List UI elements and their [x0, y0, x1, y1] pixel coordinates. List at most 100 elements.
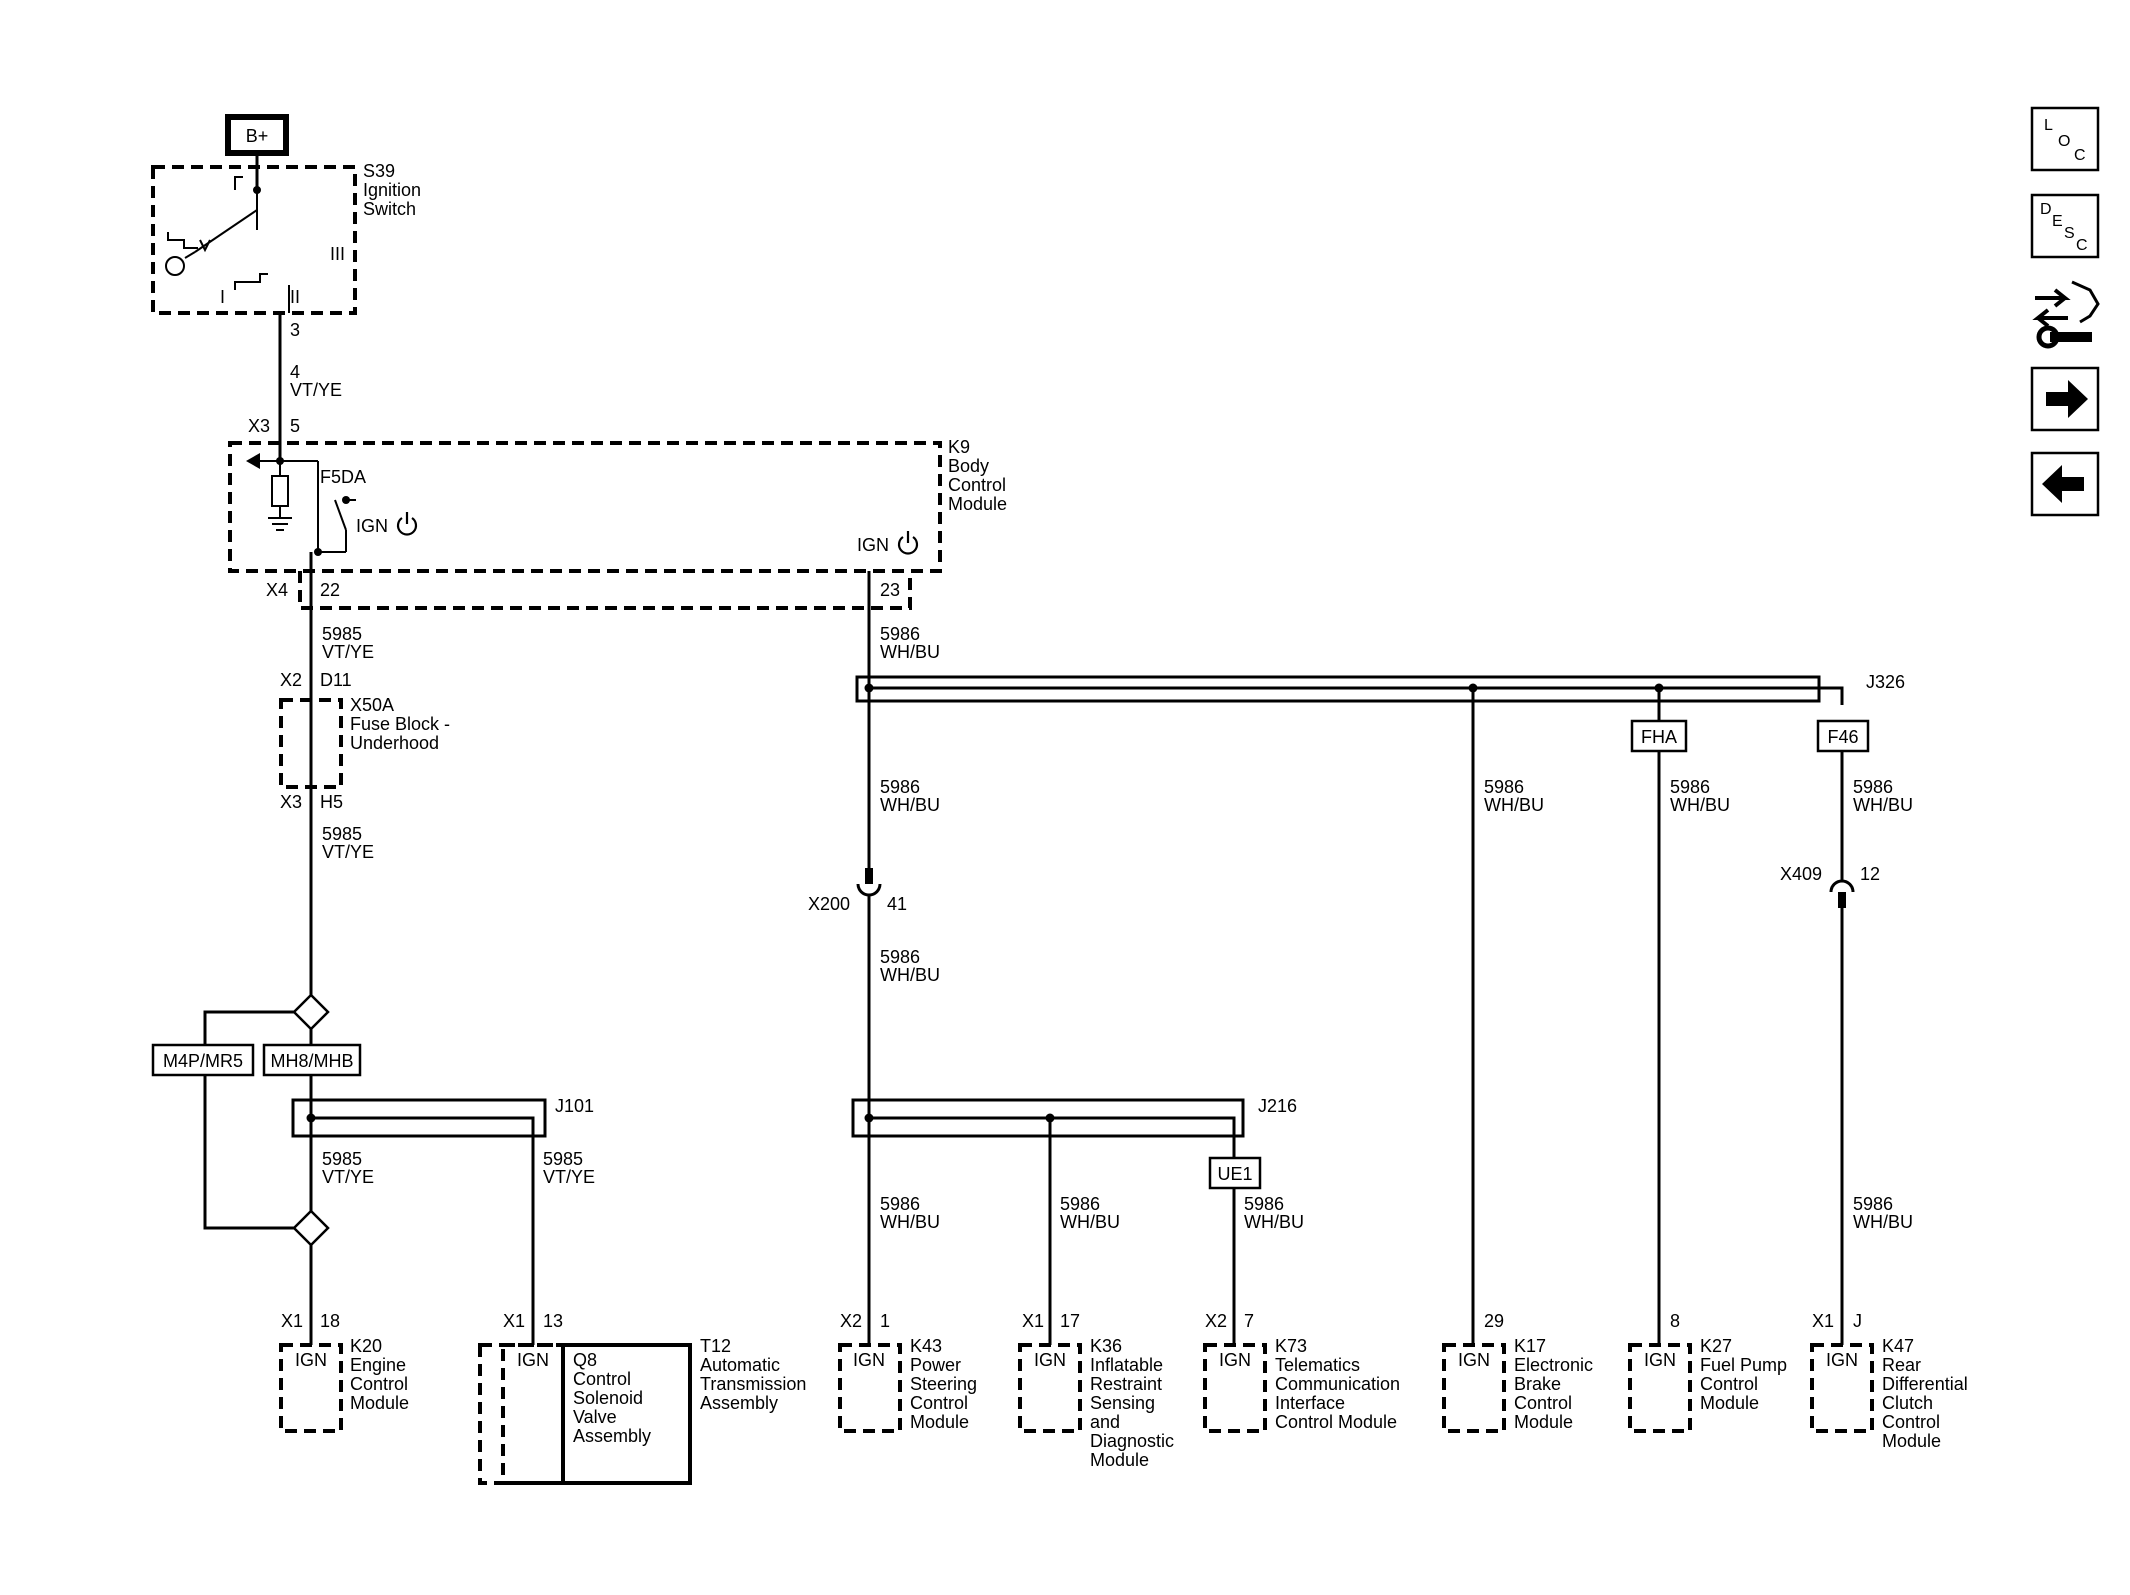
wire-5985-d-color: VT/YE	[543, 1167, 595, 1187]
svg-text:8: 8	[1670, 1311, 1680, 1331]
splice-j216: J216	[851, 1096, 1297, 1158]
svg-text:O: O	[2058, 133, 2070, 150]
bcm-ign-2: IGN	[857, 535, 889, 555]
j326-label: J326	[1866, 672, 1905, 692]
svg-text:D: D	[2040, 201, 2052, 218]
wire-5985-b-circuit: 5985	[322, 824, 362, 844]
svg-text:X1: X1	[1022, 1311, 1044, 1331]
wire-5986-k27-circuit: 5986	[1670, 777, 1710, 797]
svg-text:Telematics: Telematics	[1275, 1355, 1360, 1375]
bcm-pin-in: 5	[290, 416, 300, 436]
module-t12: X1 13 IGN Q8 Control Solenoid Valve Asse…	[478, 1311, 806, 1485]
svg-text:IGN: IGN	[1034, 1350, 1066, 1370]
body-control-module: F5DA IGN IGN K9 Body Control Module	[228, 437, 1007, 610]
svg-text:K17: K17	[1514, 1336, 1546, 1356]
bcm-ref: K9	[948, 437, 970, 457]
svg-text:Control: Control	[1882, 1412, 1940, 1432]
wire-4-color: VT/YE	[290, 380, 342, 400]
svg-text:Transmission: Transmission	[700, 1374, 806, 1394]
bcm-name-1: Body	[948, 456, 989, 476]
splice-j101: J101	[291, 1096, 594, 1345]
svg-text:Control: Control	[350, 1374, 408, 1394]
svg-text:13: 13	[543, 1311, 563, 1331]
fuse-block-underhood: X50A Fuse Block - Underhood	[279, 695, 450, 789]
fuse-block-name-1: Fuse Block -	[350, 714, 450, 734]
wire-4-circuit: 4	[290, 362, 300, 382]
svg-text:E: E	[2052, 213, 2063, 230]
svg-text:Engine: Engine	[350, 1355, 406, 1375]
wire-5986-k17-circuit: 5986	[1484, 777, 1524, 797]
switch-name-2: Switch	[363, 199, 416, 219]
ignition-switch: III I II S39 Ignition Switch	[151, 161, 421, 315]
power-icon	[897, 531, 919, 555]
wire-5986-k17-color: WH/BU	[1484, 795, 1544, 815]
connector-x200: X200 41	[808, 868, 907, 914]
connector-repair-icon[interactable]	[2032, 280, 2100, 349]
battery-terminal: B+	[225, 114, 289, 156]
svg-text:Control: Control	[910, 1393, 968, 1413]
description-button[interactable]: D E S C	[2030, 193, 2100, 259]
wire-5986-k43-circuit: 5986	[880, 1194, 920, 1214]
svg-text:X2: X2	[840, 1311, 862, 1331]
fuse-block-ref: X50A	[350, 695, 394, 715]
wire-5986-k73-circuit: 5986	[1244, 1194, 1284, 1214]
bcm-ign-1: IGN	[356, 516, 388, 536]
svg-text:X2: X2	[1205, 1311, 1227, 1331]
svg-text:Inflatable: Inflatable	[1090, 1355, 1163, 1375]
next-button[interactable]	[2030, 366, 2100, 432]
svg-text:IGN: IGN	[1219, 1350, 1251, 1370]
x409-pin: 12	[1860, 864, 1880, 884]
module-k27: 8 IGN K27 Fuel Pump Control Module	[1628, 1311, 1787, 1433]
svg-text:1: 1	[880, 1311, 890, 1331]
previous-button[interactable]	[2030, 451, 2100, 517]
svg-text:K47: K47	[1882, 1336, 1914, 1356]
module-k36: X1 17 IGN K36 Inflatable Restraint Sensi…	[1018, 1311, 1174, 1470]
svg-text:K73: K73	[1275, 1336, 1307, 1356]
wire-5985-c-color: VT/YE	[322, 1167, 374, 1187]
j216-label: J216	[1258, 1096, 1297, 1116]
wire-5986-f46-color: WH/BU	[1853, 795, 1913, 815]
svg-text:IGN: IGN	[1458, 1350, 1490, 1370]
svg-text:Control: Control	[573, 1369, 631, 1389]
svg-text:Module: Module	[1882, 1431, 1941, 1451]
svg-text:Control: Control	[1700, 1374, 1758, 1394]
wire-5986-k36-circuit: 5986	[1060, 1194, 1100, 1214]
wire-5986-top-circuit: 5986	[880, 624, 920, 644]
svg-text:Steering: Steering	[910, 1374, 977, 1394]
bcm-fuse: F5DA	[320, 467, 366, 487]
svg-text:Communication: Communication	[1275, 1374, 1400, 1394]
svg-text:Automatic: Automatic	[700, 1355, 780, 1375]
svg-text:Clutch: Clutch	[1882, 1393, 1933, 1413]
wire-5986-top-color: WH/BU	[880, 642, 940, 662]
fuse-block-conn-top: X2	[280, 670, 302, 690]
wire-5986-k27-color: WH/BU	[1670, 795, 1730, 815]
option-merge-diamond	[292, 1209, 330, 1247]
fuse-block-pin-bottom: H5	[320, 792, 343, 812]
svg-text:Module: Module	[350, 1393, 409, 1413]
fuse-block-name-2: Underhood	[350, 733, 439, 753]
wire-5986-k47-color: WH/BU	[1853, 1212, 1913, 1232]
svg-text:Electronic: Electronic	[1514, 1355, 1593, 1375]
x200-conn: X200	[808, 894, 850, 914]
svg-text:UE1: UE1	[1217, 1164, 1252, 1184]
location-button[interactable]: L O C	[2030, 106, 2100, 172]
x409-conn: X409	[1780, 864, 1822, 884]
module-k43: X2 1 IGN K43 Power Steering Control Modu…	[838, 1311, 977, 1433]
svg-text:K27: K27	[1700, 1336, 1732, 1356]
svg-text:17: 17	[1060, 1311, 1080, 1331]
svg-text:IGN: IGN	[853, 1350, 885, 1370]
wire-5985-a-color: VT/YE	[322, 642, 374, 662]
svg-text:IGN: IGN	[1826, 1350, 1858, 1370]
wire-5986-k73-color: WH/BU	[1244, 1212, 1304, 1232]
svg-text:Valve: Valve	[573, 1407, 617, 1427]
j101-label: J101	[555, 1096, 594, 1116]
svg-text:Rear: Rear	[1882, 1355, 1921, 1375]
connector-x409: X409 12	[1780, 864, 1880, 908]
switch-position-II: II	[290, 287, 300, 307]
wire-5985-d-circuit: 5985	[543, 1149, 583, 1169]
svg-text:and: and	[1090, 1412, 1120, 1432]
svg-text:Fuel Pump: Fuel Pump	[1700, 1355, 1787, 1375]
svg-text:7: 7	[1244, 1311, 1254, 1331]
svg-text:Control Module: Control Module	[1275, 1412, 1397, 1432]
